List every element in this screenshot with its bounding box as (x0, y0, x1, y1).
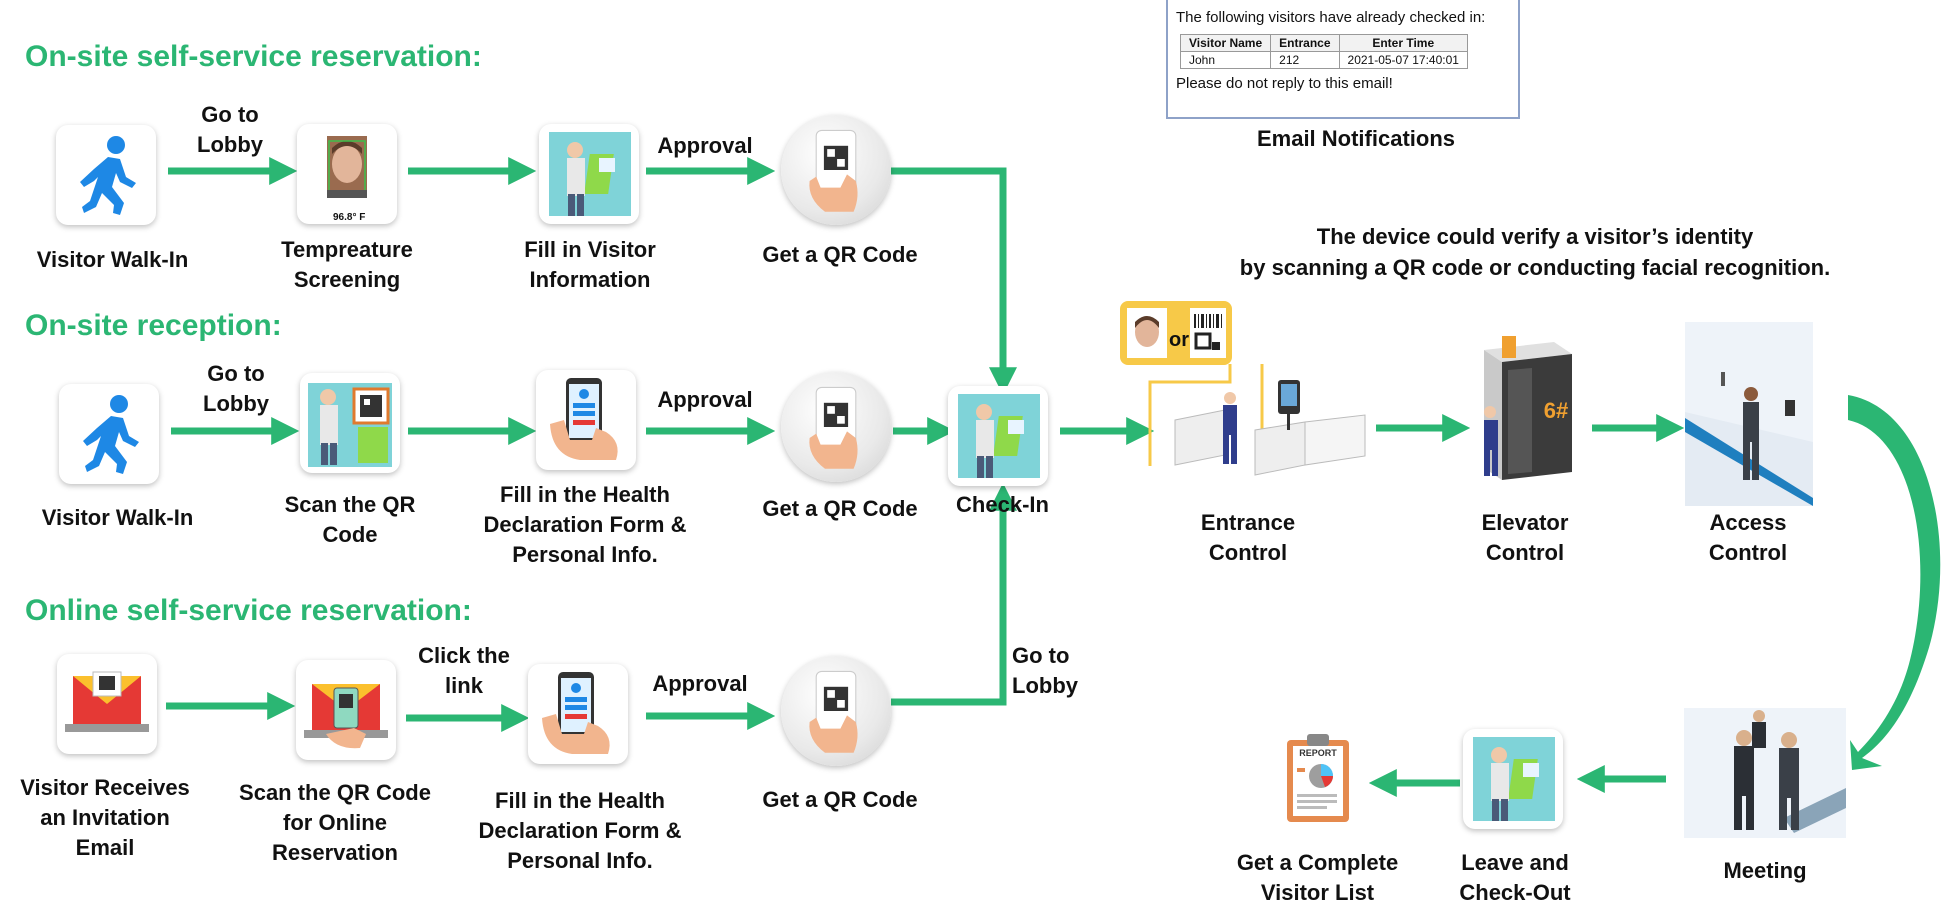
table-row: John 212 2021-05-07 17:40:01 (1179, 51, 1468, 69)
email-caption: Email Notifications (1256, 126, 1456, 151)
access-control-image (1685, 322, 1813, 506)
label-leave-checkout: Leave and Check-Out (1459, 850, 1571, 905)
label-click-link: Click the link (418, 643, 510, 698)
laptop-phone-scan-icon (304, 684, 388, 749)
arrow-r1-to-checkin (891, 167, 1017, 396)
phone-qr-icon (809, 386, 858, 469)
email-cell-name: John (1179, 51, 1272, 69)
label-entrance-control: Entrance Control (1200, 510, 1296, 565)
label-walkin-2: Visitor Walk-In (41, 505, 194, 530)
verify-badge: or (1120, 301, 1232, 365)
qr-thumbnail (1190, 308, 1226, 358)
label-receives-email: Visitor Receives an Invitation Email (20, 775, 190, 860)
email-intro: The following visitors have already chec… (1176, 9, 1486, 26)
device-note-line2: by scanning a QR code or conducting faci… (1239, 255, 1831, 280)
label-get-qr-1: Get a QR Code (762, 242, 918, 267)
arrow-r3-to-checkin (891, 482, 1017, 706)
email-cell-entrance: 212 (1270, 51, 1340, 69)
turnstile-icon (1174, 380, 1366, 476)
face-scan-icon (327, 136, 367, 198)
email-footer: Please do not reply to this email! (1176, 75, 1393, 92)
label-scan-qr: Scan the QR Code (284, 492, 416, 547)
kiosk-card-1 (539, 124, 639, 224)
walkin-icon-card-2 (59, 384, 159, 484)
qr-phone-circle-3 (781, 656, 891, 766)
label-fill-visitor: Fill in Visitor Information (524, 237, 656, 292)
face-thumbnail (1127, 308, 1167, 358)
label-temp-screening: Tempreature Screening (281, 237, 413, 292)
scan-qr-kiosk-icon (308, 383, 392, 467)
label-fill-health-2: Fill in the Health Declaration Form & Pe… (478, 788, 682, 873)
label-checkin: Check-In (956, 492, 1049, 517)
qr-phone-circle-1 (781, 115, 891, 225)
label-get-qr-2: Get a QR Code (762, 496, 918, 521)
label-meeting: Meeting (1723, 858, 1807, 883)
report-image: REPORT (1283, 732, 1353, 824)
elevator-icon: 6# (1484, 336, 1572, 480)
email-header-entrance: Entrance (1270, 34, 1340, 52)
device-note-line1: The device could verify a visitor’s iden… (1316, 224, 1754, 249)
phone-form-icon (550, 378, 618, 460)
leave-card (1463, 729, 1563, 829)
report-clipboard-icon: REPORT (1287, 734, 1349, 822)
access-door-icon (1685, 322, 1813, 506)
section-title-onsite-reception: On-site reception: (25, 309, 282, 342)
kiosk-person-icon (958, 394, 1040, 478)
meeting-handshake-icon (1684, 708, 1846, 838)
laptop-envelope-icon (65, 671, 149, 732)
scan-qr-card (300, 373, 400, 473)
label-approval-1: Approval (657, 133, 753, 158)
label-go-lobby-1: Go to Lobby (197, 102, 263, 157)
label-scan-online: Scan the QR Code for Online Reservation (239, 780, 431, 865)
label-fill-health-1: Fill in the Health Declaration Form & Pe… (483, 482, 687, 567)
entrance-gate-image (1165, 360, 1375, 485)
email-header-time: Enter Time (1338, 34, 1468, 52)
label-go-lobby-2: Go to Lobby (203, 361, 269, 416)
label-walkin-1: Visitor Walk-In (36, 247, 189, 272)
email-cell-time: 2021-05-07 17:40:01 (1338, 51, 1468, 69)
section-title-onsite-self: On-site self-service reservation: (25, 40, 482, 73)
label-elevator-control: Elevator Control (1481, 510, 1569, 565)
face-icon (1135, 316, 1159, 347)
elevator-image: 6# (1462, 330, 1582, 490)
checkin-card (948, 386, 1048, 486)
kiosk-person-icon (1473, 737, 1555, 821)
phone-form-icon (542, 672, 610, 754)
email-table: Visitor Name Entrance Enter Time John 21… (1179, 34, 1468, 69)
email-card (57, 654, 157, 754)
qr-phone-circle-2 (781, 372, 891, 482)
kiosk-person-icon (549, 132, 631, 216)
label-go-lobby-3: Go to Lobby (1012, 643, 1078, 698)
health-form-card-1 (536, 370, 636, 470)
elevator-floor-text: 6# (1544, 398, 1568, 423)
email-header-name: Visitor Name (1179, 34, 1272, 52)
section-title-online-self: Online self-service reservation: (25, 594, 472, 627)
temperature-card (297, 124, 397, 224)
verify-or-text: or (1169, 329, 1189, 351)
walkin-icon-card (56, 125, 156, 225)
label-approval-3: Approval (652, 671, 748, 696)
report-text: REPORT (1299, 748, 1337, 758)
email-notification: The following visitors have already chec… (1166, 0, 1520, 119)
walking-person-icon (80, 136, 136, 215)
label-approval-2: Approval (657, 387, 753, 412)
barcode-qr-icon (1194, 314, 1222, 350)
phone-qr-icon (809, 670, 858, 753)
phone-qr-icon (809, 129, 858, 212)
label-access-control: Access Control (1708, 510, 1788, 565)
arrow-access-meeting (1848, 395, 1941, 770)
temperature-reading: 96.8° F (333, 212, 366, 223)
label-get-qr-3: Get a QR Code (762, 787, 918, 812)
label-complete-list: Get a Complete Visitor List (1236, 850, 1399, 905)
scan-online-card (296, 660, 396, 760)
health-form-card-2 (528, 664, 628, 764)
meeting-image (1684, 708, 1846, 838)
walking-person-icon (83, 395, 139, 474)
